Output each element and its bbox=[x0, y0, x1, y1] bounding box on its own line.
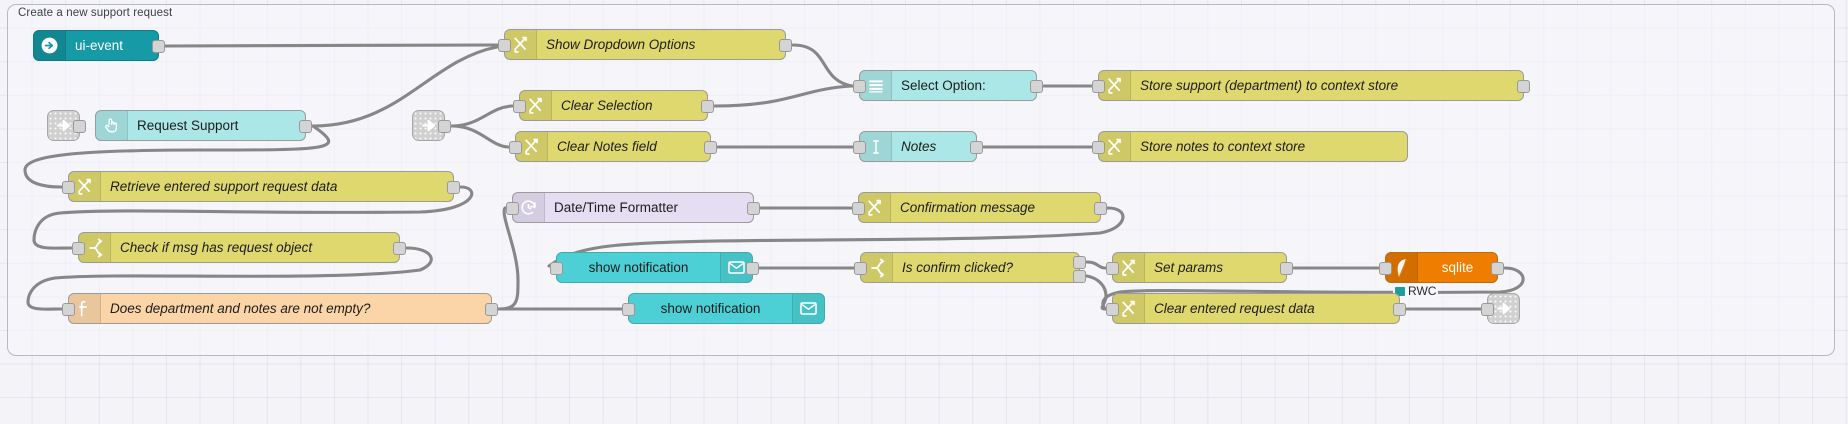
node-label: Is confirm clicked? bbox=[902, 260, 1014, 275]
status-badge: RWC bbox=[1393, 284, 1439, 298]
output-port[interactable] bbox=[393, 242, 406, 255]
output-port[interactable] bbox=[1491, 262, 1504, 275]
node-label: show notification bbox=[588, 260, 689, 275]
node-label: Retrieve entered support request data bbox=[110, 179, 338, 194]
node-does-department-and-notes-are-not-empty[interactable]: Does department and notes are not empty? bbox=[62, 293, 498, 324]
input-port[interactable] bbox=[852, 202, 865, 215]
output-port[interactable] bbox=[747, 202, 760, 215]
input-port[interactable] bbox=[1092, 80, 1105, 93]
node-check-if-msg-has-request-object[interactable]: Check if msg has request object bbox=[72, 232, 406, 263]
node-clear-entered-request-data[interactable]: Clear entered request data bbox=[1106, 293, 1406, 324]
input-port[interactable] bbox=[513, 100, 526, 113]
input-port[interactable] bbox=[1481, 303, 1494, 316]
change-icon bbox=[1113, 253, 1145, 282]
output-port[interactable] bbox=[704, 141, 717, 154]
output-port[interactable] bbox=[1517, 80, 1530, 93]
change-icon bbox=[69, 172, 101, 201]
output-port[interactable] bbox=[299, 120, 312, 133]
output-port[interactable] bbox=[1280, 262, 1293, 275]
node-label: show notification bbox=[660, 301, 761, 316]
node-notes[interactable]: Notes bbox=[853, 131, 983, 162]
node-label: Confirmation message bbox=[900, 200, 1036, 215]
flow-group-label: Create a new support request bbox=[18, 7, 173, 19]
change-icon bbox=[1099, 132, 1131, 161]
link-in-icon[interactable] bbox=[47, 110, 86, 141]
status-dot bbox=[1395, 286, 1405, 296]
node-label: Clear Selection bbox=[561, 98, 653, 113]
node-label: Does department and notes are not empty? bbox=[110, 301, 371, 316]
input-port[interactable] bbox=[622, 303, 635, 316]
input-port[interactable] bbox=[62, 303, 75, 316]
node-set-params[interactable]: Set params bbox=[1106, 252, 1293, 283]
input-port[interactable] bbox=[72, 242, 85, 255]
input-port[interactable] bbox=[853, 80, 866, 93]
output-port[interactable] bbox=[152, 40, 165, 53]
node-confirmation-message[interactable]: Confirmation message bbox=[852, 192, 1107, 223]
output-port-1[interactable] bbox=[1073, 256, 1086, 269]
node-label: Store notes to context store bbox=[1140, 139, 1306, 154]
node-label: Notes bbox=[901, 139, 937, 154]
output-port[interactable] bbox=[73, 120, 86, 133]
node-label: ui-event bbox=[75, 38, 124, 53]
node-request-support[interactable]: Request Support bbox=[95, 110, 312, 141]
node-retrieve-entered-support-request-data[interactable]: Retrieve entered support request data bbox=[62, 171, 460, 202]
output-port[interactable] bbox=[447, 181, 460, 194]
node-label: Clear entered request data bbox=[1154, 301, 1315, 316]
node-store-support-to-context-store[interactable]: Store support (department) to context st… bbox=[1092, 70, 1530, 101]
pointer-hand-icon bbox=[96, 111, 128, 140]
input-port[interactable] bbox=[550, 262, 563, 275]
node-label: Check if msg has request object bbox=[120, 240, 313, 255]
output-port-2[interactable] bbox=[1073, 270, 1086, 283]
output-port[interactable] bbox=[746, 262, 759, 275]
node-clear-selection[interactable]: Clear Selection bbox=[513, 90, 714, 121]
status-text: RWC bbox=[1408, 284, 1437, 298]
arrow-right-circle-icon bbox=[34, 31, 66, 60]
node-label: Show Dropdown Options bbox=[546, 37, 696, 52]
input-port[interactable] bbox=[62, 181, 75, 194]
input-port[interactable] bbox=[506, 202, 519, 215]
output-port[interactable] bbox=[485, 303, 498, 316]
node-label: sqlite bbox=[1441, 260, 1474, 275]
input-port[interactable] bbox=[498, 39, 511, 52]
input-port[interactable] bbox=[1106, 262, 1119, 275]
output-port[interactable] bbox=[701, 100, 714, 113]
node-show-dropdown-options[interactable]: Show Dropdown Options bbox=[498, 29, 792, 60]
envelope-icon bbox=[792, 294, 824, 323]
output-port[interactable] bbox=[1030, 80, 1043, 93]
input-port[interactable] bbox=[1092, 141, 1105, 154]
link-out-icon[interactable] bbox=[1481, 293, 1520, 324]
output-port[interactable] bbox=[970, 141, 983, 154]
node-label: Store support (department) to context st… bbox=[1140, 78, 1399, 93]
node-show-notification-2[interactable]: show notification bbox=[622, 293, 825, 324]
input-port[interactable] bbox=[853, 141, 866, 154]
node-label: Set params bbox=[1154, 260, 1224, 275]
node-clear-notes-field[interactable]: Clear Notes field bbox=[509, 131, 717, 162]
output-port[interactable] bbox=[438, 120, 451, 133]
output-port[interactable] bbox=[1393, 303, 1406, 316]
node-store-notes-to-context-store[interactable]: Store notes to context store bbox=[1092, 131, 1408, 162]
node-label: Select Option: bbox=[901, 78, 986, 93]
node-label: Clear Notes field bbox=[557, 139, 657, 154]
change-icon bbox=[520, 91, 552, 120]
node-sqlite[interactable]: sqlite bbox=[1379, 252, 1504, 283]
node-label: Date/Time Formatter bbox=[554, 200, 679, 215]
node-is-confirm-clicked[interactable]: Is confirm clicked? bbox=[854, 252, 1086, 283]
input-port[interactable] bbox=[854, 262, 867, 275]
link-in-icon[interactable] bbox=[412, 110, 451, 141]
node-select-option[interactable]: Select Option: bbox=[853, 70, 1043, 101]
node-label: Request Support bbox=[137, 118, 239, 133]
output-port[interactable] bbox=[1094, 202, 1107, 215]
output-port[interactable] bbox=[779, 39, 792, 52]
node-show-notification-1[interactable]: show notification bbox=[550, 252, 759, 283]
input-port[interactable] bbox=[509, 141, 522, 154]
node-date-time-formatter[interactable]: Date/Time Formatter bbox=[506, 192, 760, 223]
input-port[interactable] bbox=[1379, 262, 1392, 275]
node-ui-event[interactable]: ui-event bbox=[33, 30, 165, 61]
input-port[interactable] bbox=[1106, 303, 1119, 316]
